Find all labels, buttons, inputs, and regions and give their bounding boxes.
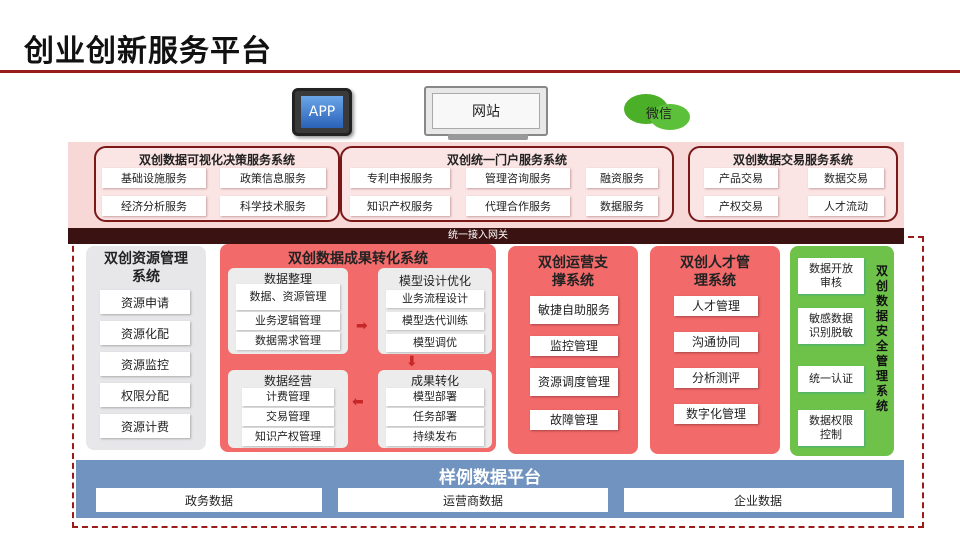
arrow-right-icon: ➡ (356, 318, 368, 334)
resource-item: 资源监控 (100, 352, 190, 376)
group-title: 双创统一门户服务系统 (446, 153, 567, 167)
wechat-label: 微信 (646, 107, 673, 122)
group-title: 双创数据可视化决策服务系统 (138, 153, 295, 167)
page-title: 创业创新服务平台 (24, 34, 272, 69)
block-item: 任务部署 (386, 408, 484, 426)
portal-system: 双创统一门户服务系统 专利申报服务 管理咨询服务 融资服务 知识产权服务 代理合… (340, 146, 674, 222)
service-item: 经济分析服务 (102, 196, 206, 216)
arrow-left-icon: ⬅ (352, 394, 364, 410)
service-item: 科学技术服务 (220, 196, 326, 216)
service-item: 数据服务 (586, 196, 658, 216)
talent-item: 沟通协同 (674, 332, 758, 352)
block-item: 业务流程设计 (386, 290, 484, 308)
block-item: 模型迭代训练 (386, 312, 484, 330)
block-title: 数据经营 (263, 374, 312, 388)
visualization-system: 双创数据可视化决策服务系统 基础设施服务 政策信息服务 经济分析服务 科学技术服… (94, 146, 340, 222)
data-source: 运营商数据 (338, 488, 608, 512)
block-title: 数据整理 (263, 272, 312, 286)
resource-item: 权限分配 (100, 383, 190, 407)
data-source: 企业数据 (624, 488, 892, 512)
security-item: 数据权限控制 (798, 410, 864, 446)
monitor-icon: 网站 (424, 86, 548, 136)
data-operation-block: 数据经营 计费管理 交易管理 知识产权管理 (228, 370, 348, 448)
achievement-conversion-system: 双创数据成果转化系统 数据整理 数据、资源管理 业务逻辑管理 数据需求管理 模型… (220, 244, 496, 452)
platform-title: 样例数据平台 (439, 468, 541, 488)
trading-system: 双创数据交易服务系统 产品交易 数据交易 产权交易 人才流动 (688, 146, 898, 222)
column-title: 双创资源管理系统 (104, 251, 188, 285)
security-item: 敏感数据识别脱敏 (798, 308, 864, 344)
operation-item: 资源调度管理 (530, 368, 618, 396)
block-title: 模型设计优化 (398, 274, 471, 288)
block-title: 成果转化 (410, 374, 459, 388)
block-item: 模型部署 (386, 388, 484, 406)
service-item: 基础设施服务 (102, 168, 206, 188)
sample-data-platform: 样例数据平台 政务数据 运营商数据 企业数据 (76, 460, 904, 518)
service-item: 代理合作服务 (466, 196, 570, 216)
service-item: 产品交易 (704, 168, 778, 188)
column-title: 双创人才管理系统 (680, 255, 750, 289)
security-item: 数据开放审核 (798, 258, 864, 294)
resource-management-system: 双创资源管理系统 资源申请 资源化配 资源监控 权限分配 资源计费 (86, 246, 206, 450)
block-item: 计费管理 (242, 388, 334, 406)
resource-item: 资源计费 (100, 414, 190, 438)
block-item: 模型调优 (386, 334, 484, 352)
talent-item: 人才管理 (674, 296, 758, 316)
service-item: 专利申报服务 (350, 168, 450, 188)
service-item: 产权交易 (704, 196, 778, 216)
app-label: APP (301, 96, 343, 128)
operation-support-system: 双创运营支撑系统 敏捷自助服务 监控管理 资源调度管理 故障管理 (508, 246, 638, 454)
block-item: 数据需求管理 (236, 332, 340, 350)
web-label: 网站 (432, 93, 540, 129)
gateway-bar (68, 228, 904, 244)
service-item: 数据交易 (808, 168, 884, 188)
data-security-system: 双创数据安全管理系统 数据开放审核 敏感数据识别脱敏 统一认证 数据权限控制 (790, 246, 894, 456)
data-organize-block: 数据整理 数据、资源管理 业务逻辑管理 数据需求管理 (228, 268, 348, 354)
block-item: 知识产权管理 (242, 428, 334, 446)
service-item: 知识产权服务 (350, 196, 450, 216)
operation-item: 敏捷自助服务 (530, 296, 618, 324)
title-divider (0, 70, 960, 73)
wechat-icon: 微信 (624, 94, 694, 132)
service-item: 管理咨询服务 (466, 168, 570, 188)
data-source: 政务数据 (96, 488, 322, 512)
column-title: 双创数据成果转化系统 (288, 251, 428, 267)
operation-item: 监控管理 (530, 336, 618, 356)
resource-item: 资源申请 (100, 290, 190, 314)
block-item: 业务逻辑管理 (236, 312, 340, 330)
service-item: 政策信息服务 (220, 168, 326, 188)
security-item: 统一认证 (798, 366, 864, 392)
group-title: 双创数据交易服务系统 (732, 153, 853, 167)
column-title: 双创数据安全管理系统 (875, 264, 888, 413)
service-item: 融资服务 (586, 168, 658, 188)
block-item: 交易管理 (242, 408, 334, 426)
talent-item: 数字化管理 (674, 404, 758, 424)
service-item: 人才流动 (808, 196, 884, 216)
result-conversion-block: 成果转化 模型部署 任务部署 持续发布 (378, 370, 492, 448)
column-title: 双创运营支撑系统 (538, 255, 608, 289)
arrow-down-icon: ⬇ (406, 354, 418, 370)
monitor-stand (448, 134, 528, 140)
gateway-label: 统一接入网关 (448, 230, 508, 241)
talent-management-system: 双创人才管理系统 人才管理 沟通协同 分析测评 数字化管理 (650, 246, 780, 454)
tablet-icon: APP (292, 88, 352, 136)
resource-item: 资源化配 (100, 321, 190, 345)
operation-item: 故障管理 (530, 410, 618, 430)
block-item: 数据、资源管理 (236, 284, 340, 310)
talent-item: 分析测评 (674, 368, 758, 388)
model-design-block: 模型设计优化 业务流程设计 模型迭代训练 模型调优 (378, 268, 492, 354)
block-item: 持续发布 (386, 428, 484, 446)
